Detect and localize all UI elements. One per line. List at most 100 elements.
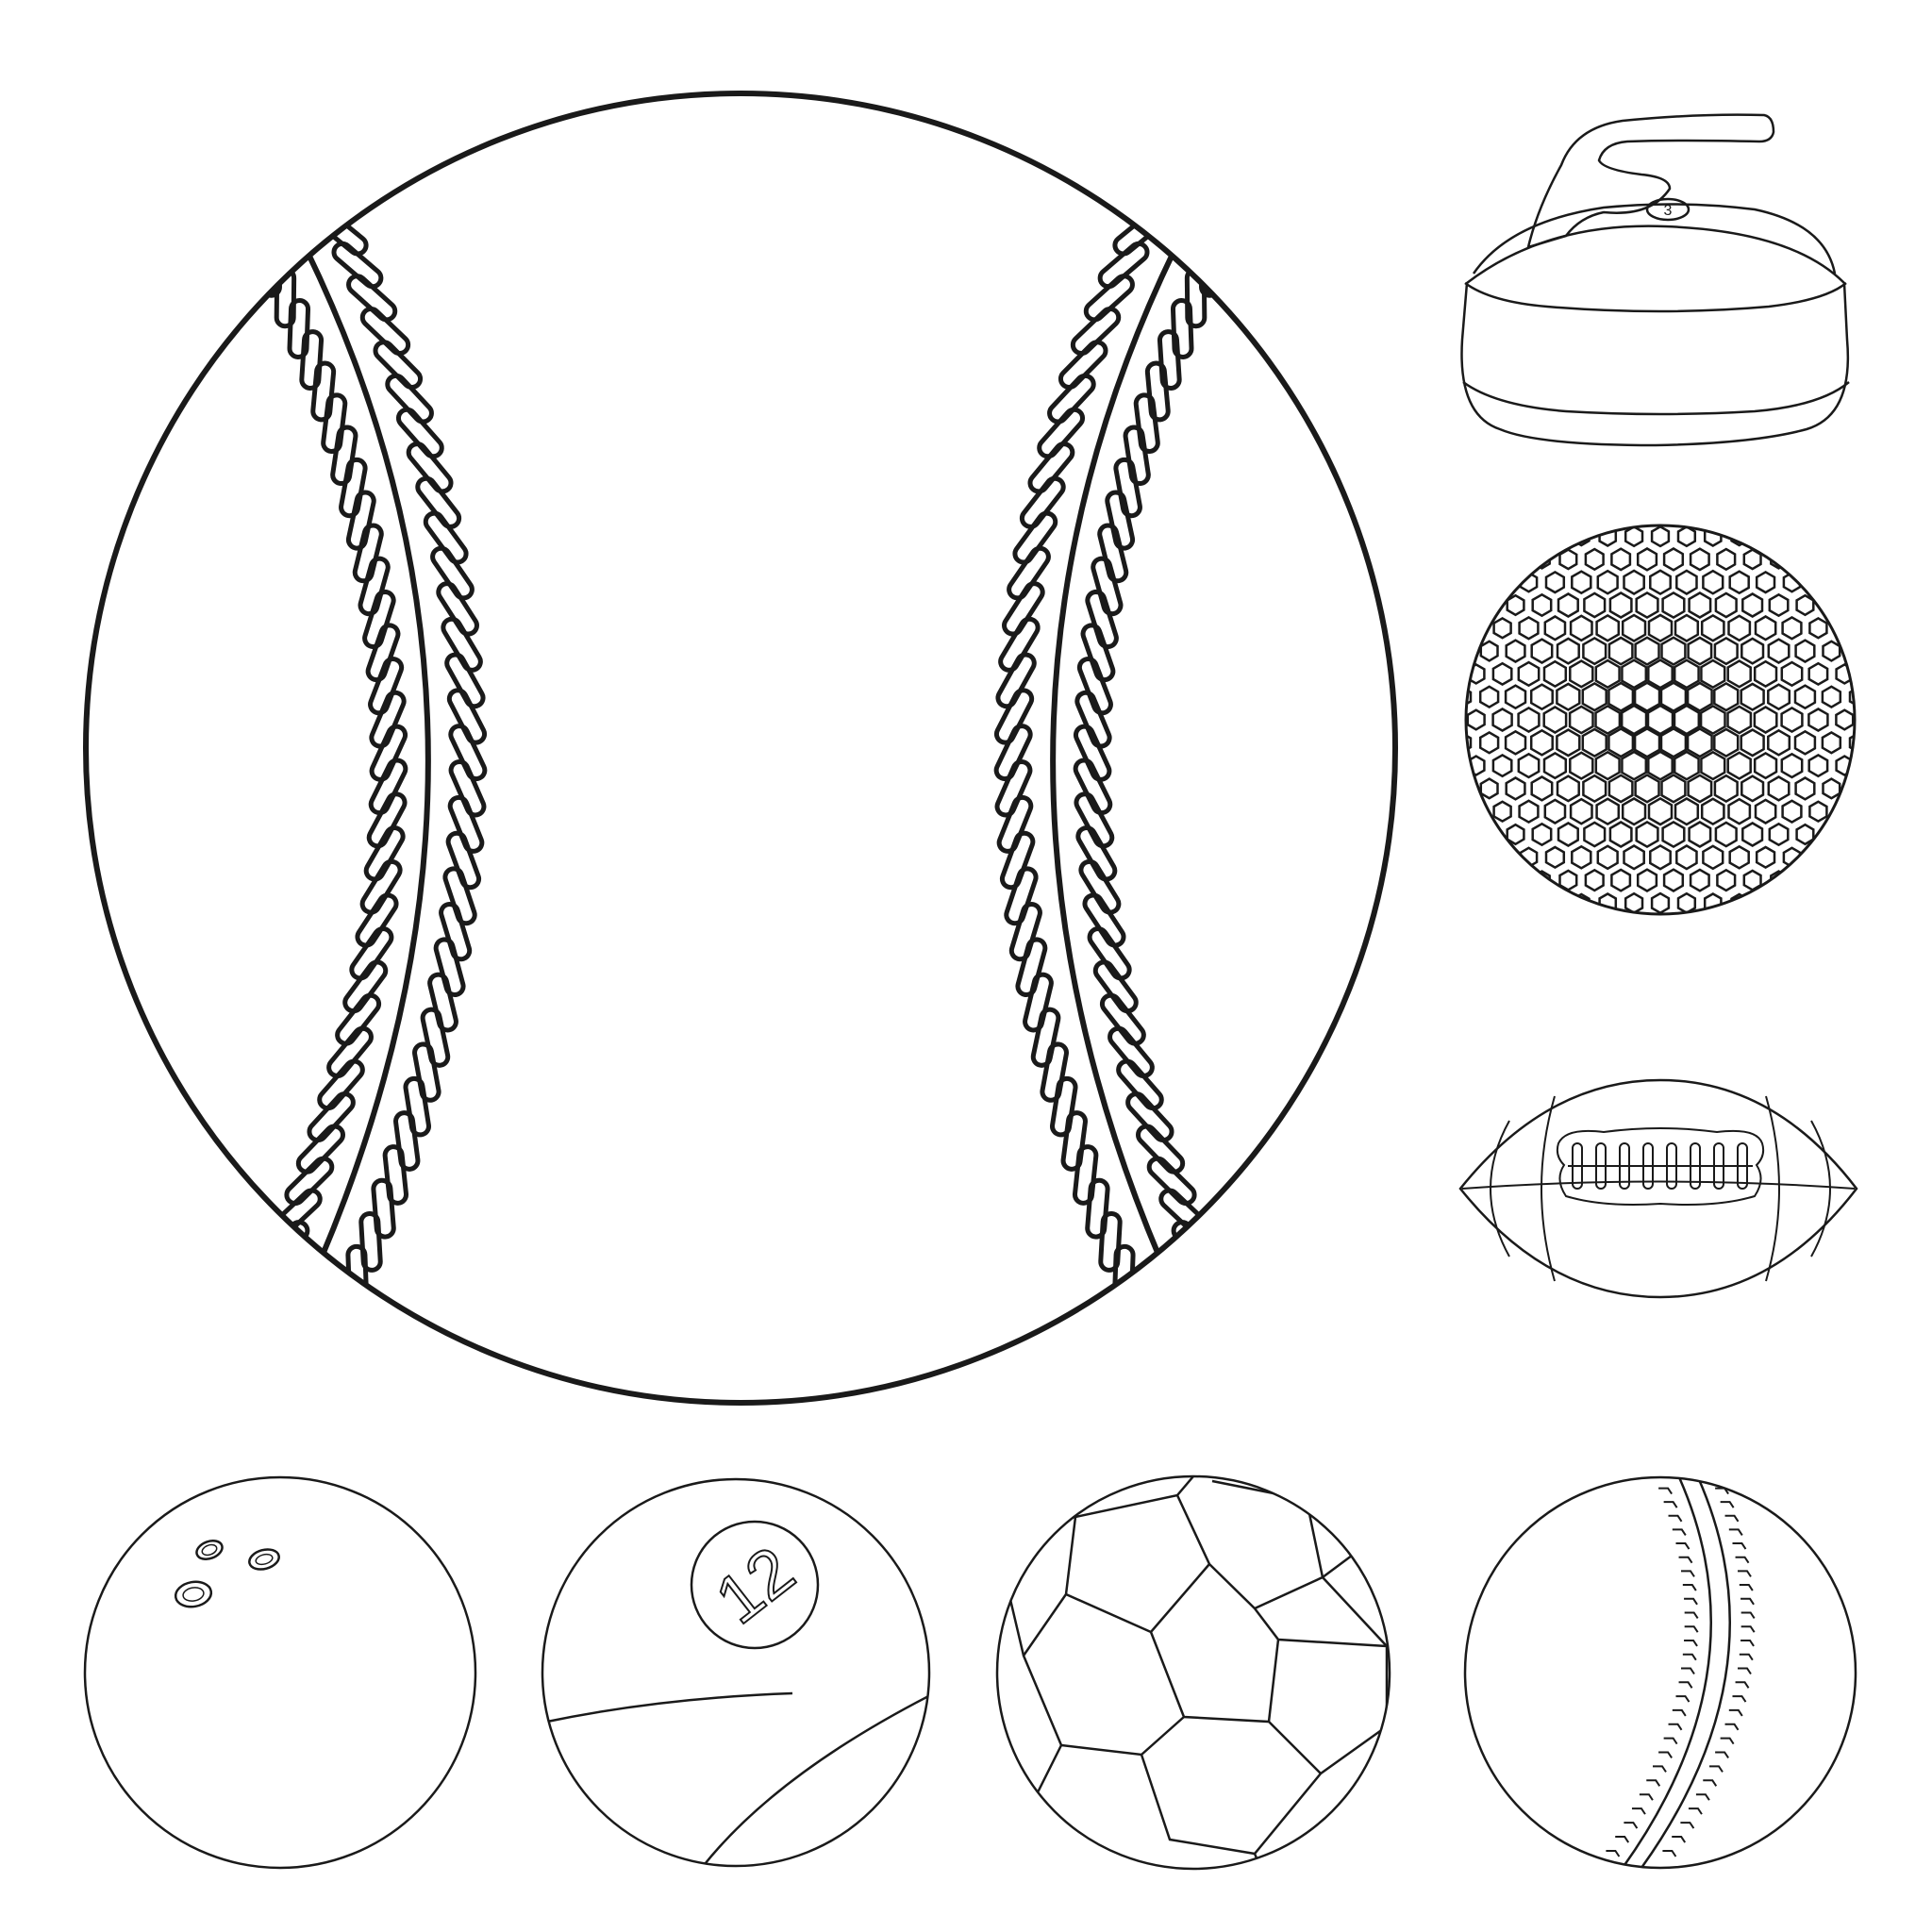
golf-ball-dimple [1583,821,1607,848]
cricket-ball-stitch [1672,1528,1687,1536]
golf-ball-dimple [1662,868,1685,892]
golf-ball-dimple [1780,660,1804,688]
golf-ball-dimple [1623,844,1645,871]
golf-ball-dimple [1543,798,1567,824]
baseball-stitch [1113,457,1142,519]
bowling-ball-hole-inner [182,1587,205,1602]
baseball-stitch [1087,926,1132,981]
baseball-stitch [382,1144,409,1206]
baseball-stitch [1085,589,1119,650]
baseball-stitch [1075,825,1118,882]
golf-ball-dimple [1807,708,1829,732]
golf-ball-dimple [1836,618,1854,639]
golf-ball-dimple [1727,614,1752,642]
golf-ball-dimple [1726,659,1752,689]
golf-ball-dimple [1848,732,1855,754]
baseball-stitch [1146,1156,1197,1207]
golf-ball-dimple [1542,706,1568,734]
cricket-ball-stitch [1732,1695,1747,1703]
golf-ball-dimple [1686,727,1713,758]
rugby-ball-panel-left-inner [1541,1095,1556,1282]
cricket-ball-stitch [1639,1793,1654,1801]
baseball-stitch [1074,690,1112,749]
baseball-stitch [321,392,348,455]
baseball-stitch [1105,490,1136,551]
baseball-stitch [330,425,358,487]
golf-ball-dimple [1767,638,1790,664]
baseball-stitch [448,724,488,782]
golf-ball-dimple [1623,569,1645,595]
cricket-ball-stitch [1680,1822,1695,1829]
baseball-stitch [433,937,466,998]
golf-ball-dimple [1621,797,1647,826]
baseball-stitch [362,589,396,650]
cricket-ball-stitch [1663,1737,1678,1745]
golf-ball-dimple [1807,753,1829,778]
baseball-stitch [369,724,408,782]
golf-ball-dimple [1594,658,1621,690]
golf-ball-dimple [1807,661,1829,687]
baseball-stitch [1076,657,1113,716]
golf-ball-dimple [1634,774,1660,804]
golf-ball-outline [1464,524,1857,916]
bowling-ball-hole [248,1548,280,1571]
baseball-stitch [345,490,376,551]
golf-ball-dimple [1740,728,1765,758]
golf-ball-dimple [1607,681,1635,712]
golf-ball-dimple [1727,797,1752,825]
baseball-stitch [1092,959,1139,1014]
baseball-stitch [355,892,399,948]
baseball-stitch [1004,866,1039,926]
golf-ball-dimple [1726,705,1753,735]
golf-ball-dimple [1675,844,1698,871]
baseball-stitch [1012,510,1058,565]
baseball-stitch [349,926,394,981]
baseball-stitch [339,457,368,519]
baseball-stitch [371,1177,396,1240]
baseball-stitch [359,858,403,915]
golf-ball-dimple [1636,547,1658,572]
golf-ball-dimple [1836,801,1854,822]
baseball-stitch [258,1220,310,1269]
golf-ball-dimple [1650,525,1671,548]
baseball-stitch [366,791,408,849]
baseball-stitch [287,297,311,359]
baseball-stitch [1082,892,1126,948]
golf-ball-dimple [1686,681,1713,712]
baseball-stitch [406,441,454,494]
baseball-stitch [1058,340,1108,391]
rugby-ball-outline [1458,1078,1858,1299]
cricket-ball-stitch [1615,1836,1630,1843]
soccer-ball-panels [1003,1476,1389,1869]
billiard-ball-stripe-top [542,1479,929,1511]
golf-ball-dimple [1740,637,1765,665]
baseball-stitch [448,759,487,818]
golf-ball-dimple [1581,727,1607,758]
cricket-ball-stitch [1684,1639,1698,1647]
golf-ball-dimple [1662,547,1685,572]
golf-ball-dimple [1795,823,1815,846]
cricket-ball-stitch [1724,1723,1740,1731]
golf-ball-dimple [1659,681,1688,713]
baseball-stitch [358,556,391,617]
golf-ball-dimple [1780,706,1804,734]
golf-ball-dimple [1506,823,1525,846]
golf-ball-dimple [1793,729,1817,756]
golf-ball-dimple [1466,686,1473,708]
golf-ball-dimple [1634,636,1660,666]
golf-ball-dimple [1544,570,1566,594]
baseball-stitch [395,407,444,459]
golf-ball-dimple [1650,891,1671,914]
baseball-stitch [1098,1210,1123,1273]
golf-ball-dimple [1702,844,1724,871]
rugby-ball-lace-patch [1556,1127,1765,1206]
golf-ball-dimple [1675,569,1698,595]
baseball-stitch [1085,1177,1110,1240]
golf-ball-dimple [1467,618,1485,639]
golf-ball-dimple [1687,636,1713,666]
cricket-ball-stitch [1653,1765,1667,1773]
baseball-stitch [335,992,382,1046]
golf-ball-dimple [1753,659,1778,689]
baseball-stitch [1002,581,1045,637]
golf-ball-dimple [1569,614,1593,642]
